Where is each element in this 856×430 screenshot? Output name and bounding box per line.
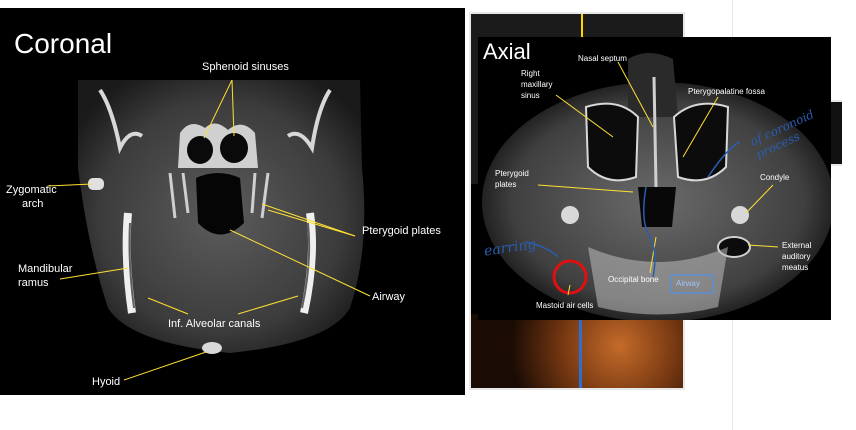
label-right: Right [521,69,540,78]
axial-title: Axial [483,39,531,64]
nasal-septum [652,76,658,188]
label-ramus: ramus [18,277,49,289]
label-nasal-septum: Nasal septum [578,54,627,63]
coronal-ct-drawing [47,79,371,381]
label-inf-alveolar-canals: Inf. Alveolar canals [168,318,261,330]
mandibular-ramus-left [122,212,136,314]
label-sinus: sinus [521,91,540,100]
label-hyoid: Hyoid [92,376,121,388]
alveolar-canal-left [128,222,135,309]
axial-ct-image: Axial Right maxillary sinus Nasal septum… [478,37,831,320]
label-mandibular: Mandibular [18,263,73,275]
blue-reference-line [579,314,582,388]
coronal-title: Coronal [14,28,113,59]
axial-leader-lines [537,61,779,296]
sphenoid-sinus-left [187,136,213,164]
zygomatic-bone [88,178,104,190]
ink-annotations [525,141,741,278]
coronal-ct-image: Coronal Sphenoid sinuses Zygomatic arch … [0,8,465,395]
label-maxillary: maxillary [521,80,553,89]
left-maxillary-sinus [672,102,730,182]
yellow-reference-line [581,14,583,44]
label-zygomatic: Zygomatic [6,184,57,196]
label-airway-axial: Airway [676,279,701,288]
condyle-bone [731,206,749,224]
axial-ct-drawing [482,53,831,320]
airway-highlight-box [670,274,714,294]
coronal-leader-lines [47,79,371,381]
coronal-airway [196,173,244,235]
label-arch: arch [22,198,44,210]
label-airway: Airway [372,291,406,303]
label-meatus: meatus [782,263,809,272]
label-mastoid-air-cells: Mastoid air cells [536,301,594,310]
label-sphenoid-sinuses: Sphenoid sinuses [202,61,289,73]
hyoid-bone [202,342,222,354]
sphenoid-sinus-right [220,133,248,163]
label-external: External [782,241,812,250]
orbit-bones [98,88,332,155]
label-pterygopalatine-fossa: Pterygopalatine fossa [688,87,765,96]
label-pterygoid-plates: Pterygoid plates [362,225,441,237]
label-plates: plates [495,180,517,189]
label-condyle: Condyle [760,173,790,182]
axial-airway [638,187,676,227]
label-occipital-bone: Occipital bone [608,275,659,284]
label-pterygoid: Pterygoid [495,169,529,178]
pterygoid-plates [168,172,270,219]
right-maxillary-sinus [584,102,640,182]
condyle-bone-right [561,206,579,224]
mastoid-highlight-circle [552,259,588,295]
3d-skull-render [471,314,683,388]
occipital-bone [588,247,728,315]
alveolar-canal-right [301,222,311,309]
label-auditory: auditory [782,252,811,261]
